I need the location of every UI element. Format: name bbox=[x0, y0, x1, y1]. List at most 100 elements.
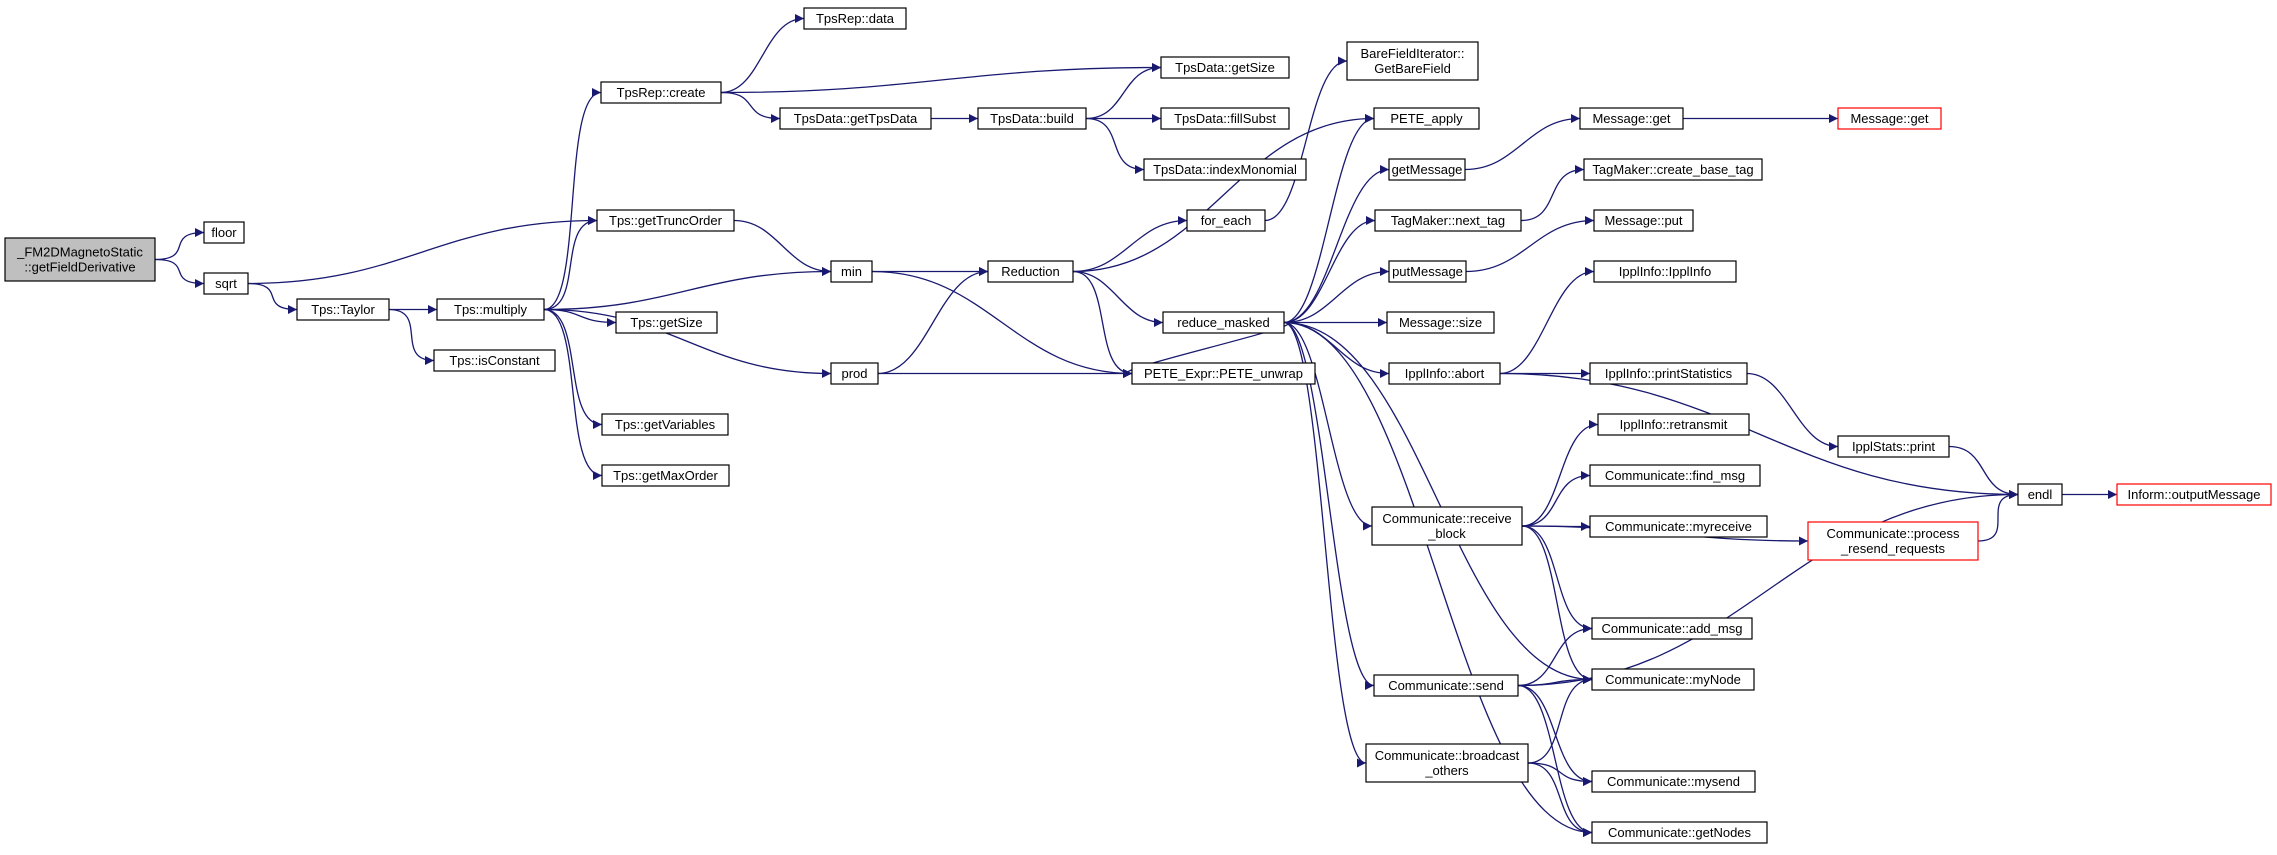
edge-putmessage-to-message_put bbox=[1465, 216, 1595, 273]
node-comm-getnodes[interactable]: Communicate::getNodes bbox=[1591, 821, 1768, 844]
node-comm-myreceive[interactable]: Communicate::myreceive bbox=[1589, 515, 1768, 538]
node-box bbox=[1593, 260, 1737, 283]
node-tagmaker-create-base-tag[interactable]: TagMaker::create_base_tag bbox=[1583, 158, 1763, 181]
node-box bbox=[1591, 617, 1753, 640]
node-tps-getsize[interactable]: Tps::getSize bbox=[615, 311, 718, 334]
node-tps-getvariables[interactable]: Tps::getVariables bbox=[601, 413, 729, 436]
edge-tps_taylor-to-tps_isconstant bbox=[388, 308, 435, 365]
node-label: Communicate::mysend bbox=[1607, 774, 1740, 789]
node-label: TpsData::getSize bbox=[1175, 60, 1275, 75]
node-tpsdata-indexmonomial[interactable]: TpsData::indexMonomial bbox=[1143, 158, 1307, 181]
node-root[interactable]: _FM2DMagnetoStatic::getFieldDerivative bbox=[4, 237, 156, 282]
node-box bbox=[1162, 311, 1285, 334]
node-label: BareFieldIterator:: bbox=[1360, 46, 1464, 61]
node-inform-outputmessage[interactable]: Inform::outputMessage bbox=[2116, 483, 2272, 506]
edge-root-to-floor bbox=[154, 228, 205, 261]
edge-reduction-to-pete_unwrap bbox=[1072, 270, 1133, 378]
node-tpsdata-fillsubst[interactable]: TpsData::fillSubst bbox=[1160, 107, 1290, 130]
node-tpsrep-data[interactable]: TpsRep::data bbox=[803, 7, 907, 30]
node-box bbox=[433, 349, 556, 372]
edge-tps_multiply-to-prod bbox=[543, 308, 832, 378]
edge-comm_broadcast_others-to-comm_mynode bbox=[1527, 675, 1593, 764]
edge-tpsrep_create-to-tpsdata_getsize bbox=[720, 63, 1162, 94]
edge-reduce_masked-to-tagmaker_next_tag bbox=[1283, 216, 1376, 324]
node-ipplinfo-ipplinfo[interactable]: IpplInfo::IpplInfo bbox=[1593, 260, 1737, 283]
node-box bbox=[1374, 209, 1522, 232]
node-label: sqrt bbox=[215, 276, 237, 291]
node-label: Communicate::find_msg bbox=[1605, 468, 1745, 483]
node-label: Tps::getVariables bbox=[615, 417, 716, 432]
node-tps-multiply[interactable]: Tps::multiply bbox=[436, 298, 545, 321]
edge-reduction-to-for_each bbox=[1072, 216, 1188, 273]
node-floor[interactable]: floor bbox=[203, 221, 245, 244]
node-tps-gettruncorder[interactable]: Tps::getTruncOrder bbox=[596, 209, 735, 232]
node-sqrt[interactable]: sqrt bbox=[203, 272, 249, 295]
node-label: reduce_masked bbox=[1177, 315, 1270, 330]
node-tagmaker-next-tag[interactable]: TagMaker::next_tag bbox=[1374, 209, 1522, 232]
node-label: Communicate::send bbox=[1388, 678, 1504, 693]
node-label: Communicate::getNodes bbox=[1608, 825, 1752, 840]
node-comm-add-msg[interactable]: Communicate::add_msg bbox=[1591, 617, 1753, 640]
node-label: _others bbox=[1424, 763, 1469, 778]
node-box bbox=[1837, 107, 1942, 130]
node-message-put[interactable]: Message::put bbox=[1593, 209, 1694, 232]
node-ipplstats-print[interactable]: IpplStats::print bbox=[1837, 435, 1950, 458]
node-putmessage[interactable]: putMessage bbox=[1388, 260, 1467, 283]
edge-comm_receive_block-to-comm_mynode bbox=[1521, 525, 1593, 684]
edge-min-to-pete_unwrap bbox=[871, 270, 1133, 378]
node-tpsrep-create[interactable]: TpsRep::create bbox=[600, 81, 722, 104]
node-box bbox=[1143, 158, 1307, 181]
node-bfi-getbarefield[interactable]: BareFieldIterator::GetBareField bbox=[1346, 41, 1479, 81]
node-ipplinfo-printstatistics[interactable]: IpplInfo::printStatistics bbox=[1589, 362, 1748, 385]
node-tps-getmaxorder[interactable]: Tps::getMaxOrder bbox=[601, 464, 730, 487]
node-getmessage[interactable]: getMessage bbox=[1388, 158, 1466, 181]
node-box bbox=[1589, 362, 1748, 385]
node-reduction[interactable]: Reduction bbox=[987, 260, 1074, 283]
node-tpsdata-build[interactable]: TpsData::build bbox=[977, 107, 1087, 130]
node-for-each[interactable]: for_each bbox=[1186, 209, 1266, 232]
node-message-get-trunc[interactable]: Message::get bbox=[1837, 107, 1942, 130]
node-label: Message::get bbox=[1850, 111, 1928, 126]
edge-comm_receive_block-to-ipplinfo_retransmit bbox=[1521, 420, 1599, 527]
node-label: min bbox=[841, 264, 862, 279]
node-comm-broadcast-others[interactable]: Communicate::broadcast_others bbox=[1365, 743, 1529, 783]
node-message-size[interactable]: Message::size bbox=[1386, 311, 1495, 334]
node-prod[interactable]: prod bbox=[830, 362, 879, 385]
node-box bbox=[830, 362, 879, 385]
edge-reduce_masked-to-comm_broadcast_others bbox=[1283, 321, 1367, 768]
edge-reduce_masked-to-comm_getnodes bbox=[1283, 321, 1593, 837]
node-box bbox=[1186, 209, 1266, 232]
node-comm-mynode[interactable]: Communicate::myNode bbox=[1591, 668, 1755, 691]
node-comm-mysend[interactable]: Communicate::mysend bbox=[1591, 770, 1756, 793]
node-comm-receive-block[interactable]: Communicate::receive_block bbox=[1371, 506, 1523, 546]
node-box bbox=[203, 221, 245, 244]
node-message-get[interactable]: Message::get bbox=[1579, 107, 1684, 130]
node-min[interactable]: min bbox=[830, 260, 873, 283]
node-label: Tps::Taylor bbox=[311, 302, 375, 317]
node-label: Reduction bbox=[1001, 264, 1060, 279]
node-comm-find-msg[interactable]: Communicate::find_msg bbox=[1589, 464, 1761, 487]
node-pete-apply[interactable]: PETE_apply bbox=[1373, 107, 1480, 130]
node-endl[interactable]: endl bbox=[2017, 483, 2063, 506]
node-ipplinfo-abort[interactable]: IpplInfo::abort bbox=[1388, 362, 1501, 385]
node-pete-unwrap[interactable]: PETE_Expr::PETE_unwrap bbox=[1131, 362, 1316, 385]
node-tps-isconstant[interactable]: Tps::isConstant bbox=[433, 349, 556, 372]
node-label: Message::size bbox=[1399, 315, 1482, 330]
node-reduce-masked[interactable]: reduce_masked bbox=[1162, 311, 1285, 334]
edge-tps_multiply-to-tps_gettruncorder bbox=[543, 216, 598, 311]
node-comm-process-resend[interactable]: Communicate::process_resend_requests bbox=[1807, 521, 1979, 561]
node-label: Message::put bbox=[1604, 213, 1682, 228]
node-comm-send[interactable]: Communicate::send bbox=[1373, 674, 1519, 697]
node-label: _resend_requests bbox=[1840, 541, 1946, 556]
edge-ipplinfo_printstatistics-to-ipplstats_print bbox=[1746, 372, 1839, 451]
node-label: TpsData::indexMonomial bbox=[1153, 162, 1297, 177]
node-box bbox=[1591, 821, 1768, 844]
node-ipplinfo-retransmit[interactable]: IpplInfo::retransmit bbox=[1597, 413, 1750, 436]
node-box bbox=[779, 107, 932, 130]
node-label: PETE_apply bbox=[1390, 111, 1463, 126]
node-tpsdata-gettpsdata[interactable]: TpsData::getTpsData bbox=[779, 107, 932, 130]
node-tps-taylor[interactable]: Tps::Taylor bbox=[296, 298, 390, 321]
node-tpsdata-getsize[interactable]: TpsData::getSize bbox=[1160, 56, 1290, 79]
node-box bbox=[803, 7, 907, 30]
node-label: IpplStats::print bbox=[1852, 439, 1935, 454]
